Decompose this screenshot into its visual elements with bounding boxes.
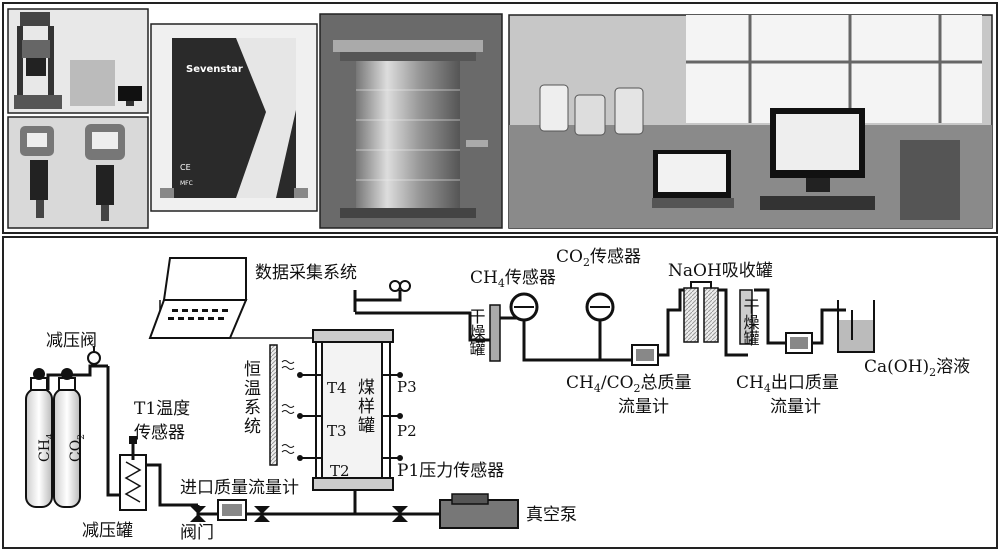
t2-label: T2	[330, 462, 350, 480]
valve-label: 阀门	[180, 523, 214, 543]
ch4-sensor	[509, 292, 539, 322]
p2-label: P2	[397, 422, 417, 440]
photo-gas-sensors	[7, 116, 149, 229]
t1-sensor-label-line2: 传感器	[134, 423, 185, 443]
thermostat-system	[269, 344, 295, 466]
gas-cylinder-ch4: CH4	[25, 368, 56, 508]
ch4-sensor-label: CH4传感器	[470, 268, 556, 290]
mfc-ce-mark: CE	[180, 163, 191, 172]
co2-sensor-label: CO2传感器	[556, 247, 641, 269]
total-mass-flow-meter	[631, 344, 659, 366]
dryer-1-label: 干燥罐	[467, 308, 486, 356]
mfc-model-text: MFC	[180, 180, 193, 187]
pressure-reducing-valve	[87, 346, 101, 365]
schematic-panel: CH4 CO2 减压阀 T1温度 传感器 减压罐	[2, 236, 998, 549]
photo-mass-flow-controller: Sevenstar CE MFC	[150, 23, 318, 212]
outlet-flow-label-line2: 流量计	[770, 397, 821, 417]
t3-label: T3	[327, 422, 347, 440]
dryer-2	[739, 289, 753, 345]
inlet-mass-flow-meter	[217, 499, 247, 521]
mfc-brand-text: Sevenstar	[186, 64, 243, 75]
cylinder-ch4-label: CH4	[37, 433, 56, 462]
naoh-absorber	[683, 281, 719, 343]
total-flow-label-line2: 流量计	[618, 397, 669, 417]
inlet-valve	[190, 506, 206, 522]
line-valve-1	[254, 506, 270, 522]
gas-cylinder-co2: CO2	[53, 368, 87, 508]
caoh2-solution-beaker	[837, 300, 875, 353]
naoh-absorber-label: NaOH吸收罐	[668, 261, 773, 281]
daq-system-label: 数据采集系统	[255, 263, 357, 283]
reducer-tank-label: 减压罐	[82, 521, 133, 541]
t4-label: T4	[327, 379, 347, 397]
photo-coal-sample-tank	[319, 13, 503, 229]
co2-sensor	[585, 292, 615, 322]
t1-sensor-label-line1: T1温度	[134, 399, 190, 419]
photo-test-machine	[7, 8, 149, 114]
outlet-flow-label-line1: CH4出口质量	[736, 373, 839, 395]
p3-label: P3	[397, 378, 417, 396]
dryer-2-label: 干燥罐	[741, 298, 760, 346]
coal-tank-label: 煤样罐	[354, 378, 375, 435]
p1-sensor-label: P1压力传感器	[397, 461, 504, 481]
caoh2-label: Ca(OH)2溶液	[864, 357, 970, 379]
top-pressure-gauge	[389, 280, 411, 292]
thermostat-label: 恒温系统	[240, 360, 261, 436]
inlet-flow-meter-label: 进口质量流量计	[180, 478, 299, 498]
vacuum-valve	[392, 506, 408, 522]
vacuum-pump	[439, 493, 519, 529]
cylinder-co2-label: CO2	[68, 434, 87, 462]
pressure-reducer-tank	[119, 436, 147, 511]
dryer-1	[489, 304, 501, 362]
coal-sample-tank	[297, 329, 403, 491]
photo-laboratory	[508, 14, 993, 229]
total-flow-label-line1: CH4/CO2总质量	[566, 373, 692, 395]
photo-panel: Sevenstar CE MFC	[2, 2, 998, 234]
data-acquisition-laptop	[148, 257, 248, 339]
pressure-valve-label: 减压阀	[46, 331, 97, 351]
outlet-mass-flow-meter	[785, 332, 813, 354]
vacuum-pump-label: 真空泵	[526, 505, 577, 525]
